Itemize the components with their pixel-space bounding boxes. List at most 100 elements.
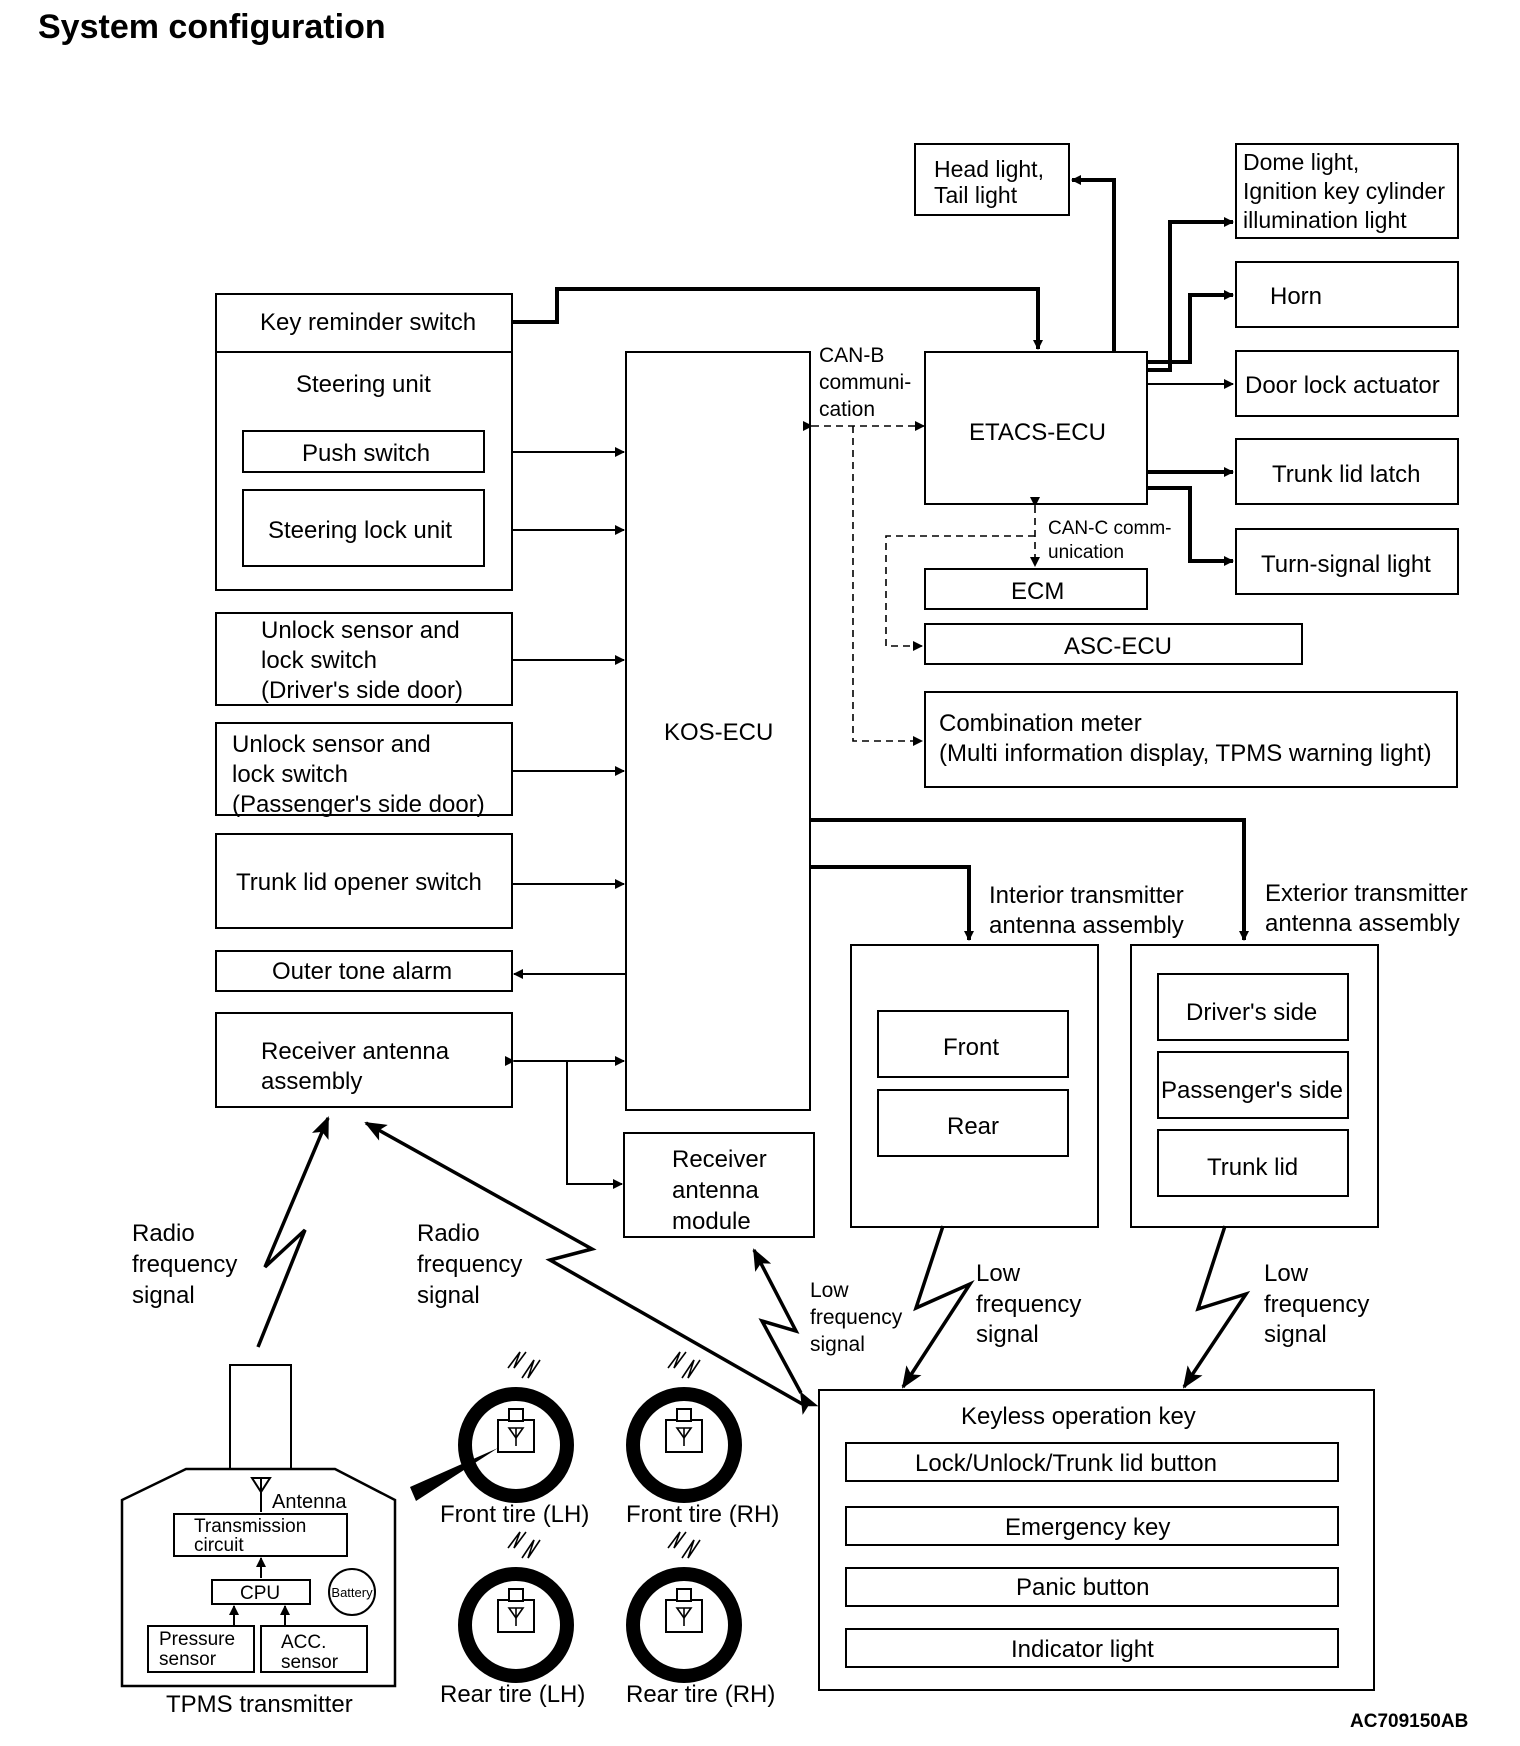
tire-sensor-icon: [665, 1408, 703, 1453]
transmission-circuit-box: [173, 1513, 348, 1557]
low-signal-3-line-3: signal: [810, 1333, 865, 1356]
keyless-button-2: Emergency key: [1005, 1514, 1170, 1541]
can-b-label: CAN-B communi- cation: [819, 344, 911, 421]
keyless-button-3: Panic button: [1016, 1574, 1149, 1601]
head-light-box: Head light, Tail light: [914, 143, 1070, 216]
receiver-antenna-assembly-box: Receiver antenna assembly: [215, 1012, 513, 1108]
acc-line-1: ACC.: [281, 1632, 326, 1653]
can-b-to-meter-line: [852, 426, 923, 746]
can-c-line-2: unication: [1048, 542, 1124, 563]
rear-tire-rh-label: Rear tire (RH): [626, 1681, 775, 1708]
steering-lock-label: Steering lock unit: [268, 517, 452, 544]
dome-light-box: Dome light, Ignition key cylinder illumi…: [1235, 143, 1459, 239]
interior-antenna-assembly: Interior transmitter antenna assembly Fr…: [850, 882, 1184, 1228]
pressure-line-1: Pressure: [159, 1629, 235, 1650]
dome-light-line-1: Dome light,: [1243, 149, 1359, 175]
interior-antenna-line-1: Interior transmitter: [989, 882, 1184, 909]
low-signal-1-line-2: frequency: [976, 1291, 1081, 1318]
can-b-line-3: cation: [819, 398, 875, 421]
receiver-antenna-assembly-line-2: assembly: [261, 1068, 362, 1095]
tire-sensor-icon: [497, 1408, 535, 1453]
outer-tone-alarm-label: Outer tone alarm: [272, 958, 452, 985]
unlock-passenger-line-2: lock switch: [232, 761, 348, 788]
receiver-module-line-1: Receiver: [672, 1146, 767, 1173]
tpms-callout-wedge: [410, 1448, 498, 1501]
door-lock-label: Door lock actuator: [1245, 372, 1440, 399]
tpms-valve-stem: [229, 1364, 292, 1470]
kos-to-interior-line: [810, 865, 974, 941]
horn-box: Horn: [1235, 261, 1459, 328]
unlock-driver-box: Unlock sensor and lock switch (Driver's …: [215, 612, 513, 706]
tire-front-rh: Front tire (RH): [626, 1351, 779, 1528]
head-light-line-2: Tail light: [934, 182, 1018, 208]
etacs-output-lines: [1071, 175, 1234, 566]
receiver-module-line-2: antenna: [672, 1177, 759, 1204]
receiver-antenna-module-box: Receiver antenna module: [623, 1132, 815, 1238]
exterior-driver-label: Driver's side: [1186, 999, 1317, 1026]
dome-light-line-2: Ignition key cylinder: [1243, 178, 1445, 204]
receiver-module-line-3: module: [672, 1208, 751, 1235]
low-signal-2-line-1: Low: [1264, 1260, 1309, 1287]
unlock-passenger-line-3: (Passenger's side door): [232, 791, 485, 818]
tpms-transmitter-label: TPMS transmitter: [166, 1691, 353, 1718]
keyless-key-title: Keyless operation key: [961, 1403, 1196, 1430]
low-signal-1-line-3: signal: [976, 1321, 1039, 1348]
radio-signal-1-line-2: frequency: [132, 1251, 237, 1278]
radio-signal-2-line-2: frequency: [417, 1251, 522, 1278]
figure-id: AC709150AB: [1350, 1711, 1468, 1732]
combination-meter-line-1: Combination meter: [939, 710, 1142, 737]
unlock-driver-line-3: (Driver's side door): [261, 677, 463, 704]
outer-tone-alarm-box: Outer tone alarm: [215, 950, 513, 992]
turn-signal-box: Turn-signal light: [1235, 528, 1459, 595]
steering-unit-label: Steering unit: [296, 371, 431, 398]
dome-light-line-3: illumination light: [1243, 207, 1407, 233]
exterior-passenger-label: Passenger's side: [1161, 1077, 1343, 1104]
keyless-button-1: Lock/Unlock/Trunk lid button: [915, 1450, 1217, 1477]
page-title: System configuration: [38, 8, 386, 46]
low-signal-3-line-2: frequency: [810, 1306, 903, 1329]
ecm-box: ECM: [924, 568, 1148, 610]
tpms-antenna-icon: [250, 1477, 272, 1512]
signal-bolts: [256, 1116, 1251, 1415]
interior-antenna-line-2: antenna assembly: [989, 912, 1184, 939]
battery-icon: [328, 1568, 376, 1616]
tire-rear-rh: Rear tire (RH): [626, 1531, 775, 1708]
kos-ecu-box: KOS-ECU: [625, 351, 811, 1111]
exterior-antenna-assembly: Exterior transmitter antenna assembly Dr…: [1130, 880, 1468, 1228]
receiver-antenna-assembly-line-1: Receiver antenna: [261, 1038, 450, 1065]
push-switch-box: [242, 430, 485, 473]
low-signal-2-line-3: signal: [1264, 1321, 1327, 1348]
radio-signal-2-line-3: signal: [417, 1282, 480, 1309]
low-signal-2-line-2: frequency: [1264, 1291, 1369, 1318]
rear-tire-lh-label: Rear tire (LH): [440, 1681, 585, 1708]
acc-sensor-box: [260, 1625, 368, 1673]
front-tire-rh-label: Front tire (RH): [626, 1501, 779, 1528]
horn-label: Horn: [1270, 283, 1322, 310]
unlock-passenger-line-1: Unlock sensor and: [232, 731, 431, 758]
push-switch-label: Push switch: [302, 440, 430, 467]
battery-label: Battery: [331, 1585, 373, 1600]
signal-labels: Radio frequency signal Radio frequency s…: [132, 1220, 1369, 1356]
trunk-opener-box: Trunk lid opener switch: [215, 833, 513, 929]
etacs-ecu-label: ETACS-ECU: [969, 419, 1106, 446]
key-reminder-to-etacs-line: [512, 287, 1043, 350]
radio-signal-1-line-1: Radio: [132, 1220, 195, 1247]
keyless-operation-key-box: Keyless operation key Lock/Unlock/Trunk …: [818, 1389, 1375, 1691]
turn-signal-label: Turn-signal light: [1261, 551, 1431, 578]
exterior-antenna-line-1: Exterior transmitter: [1265, 880, 1468, 907]
low-signal-3-line-1: Low: [810, 1279, 849, 1302]
tire-sensor-icon: [497, 1588, 535, 1633]
combination-meter-line-2: (Multi information display, TPMS warning…: [939, 740, 1432, 767]
interior-rear-label: Rear: [947, 1113, 999, 1140]
ecm-label: ECM: [1011, 578, 1064, 605]
tire-rear-lh: Rear tire (LH): [440, 1531, 585, 1708]
radio-signal-2-line-1: Radio: [417, 1220, 480, 1247]
door-lock-actuator-box: Door lock actuator: [1235, 350, 1459, 417]
unlock-driver-line-2: lock switch: [261, 647, 377, 674]
tire-front-lh: Front tire (LH): [440, 1351, 589, 1528]
exterior-trunk-label: Trunk lid: [1207, 1154, 1298, 1181]
keyless-button-4: Indicator light: [1011, 1636, 1154, 1663]
tpms-antenna-label: Antenna: [272, 1491, 347, 1513]
tire-sensor-icon: [665, 1588, 703, 1633]
